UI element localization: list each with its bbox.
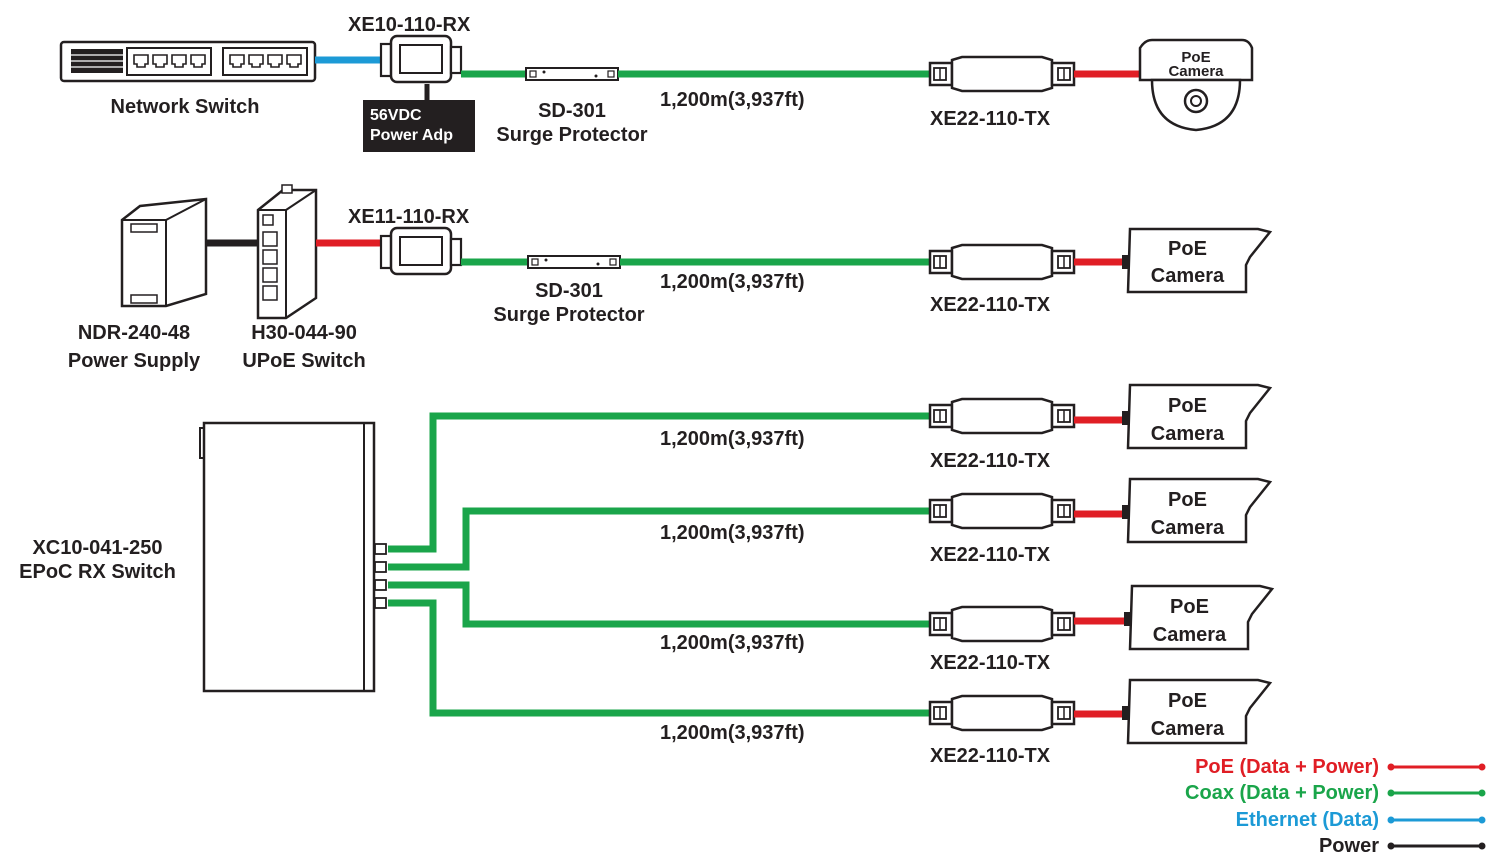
row3-tx-device-1 (928, 397, 1076, 435)
legend-power-label: Power (1318, 835, 1379, 857)
row1-dome-camera (1138, 38, 1254, 132)
row2-surge-line2: Surge Protector (493, 304, 645, 326)
row3-tx-device-3 (928, 605, 1076, 643)
row3-camera-3-line1: PoE (1170, 596, 1209, 618)
row2-psu-line2: Power Supply (67, 350, 201, 372)
row1-surge-line2: Surge Protector (496, 124, 648, 146)
row3-tx-label-1: XE22-110-TX (930, 450, 1051, 472)
row1-tx-device (928, 55, 1076, 93)
row3-tx-label-2: XE22-110-TX (930, 544, 1051, 566)
row3-camera-1-line2: Camera (1150, 423, 1225, 445)
row1-rx-device (379, 34, 463, 84)
row1-power-adapter: 56VDC Power Adp (363, 100, 475, 152)
row2-surge-protector (527, 255, 621, 269)
row2-switch-line1: H30-044-90 (251, 322, 357, 344)
row3-camera-2-line1: PoE (1168, 489, 1207, 511)
row3-camera-3-line2: Camera (1152, 624, 1227, 646)
row3-coax-cable-1 (388, 412, 932, 553)
legend-line-ethernet (1387, 816, 1486, 824)
row2-power-supply (120, 197, 208, 308)
row3-camera-4-line2: Camera (1150, 718, 1225, 740)
row1-rx-label: XE10-110-RX (348, 14, 471, 36)
row3-camera-2-line2: Camera (1150, 517, 1225, 539)
row3-camera-1-line1: PoE (1168, 395, 1207, 417)
row2-distance: 1,200m(3,937ft) (660, 271, 805, 293)
row3-distance-1: 1,200m(3,937ft) (660, 428, 805, 450)
legend-line-poe (1387, 763, 1486, 771)
row1-surge-line1: SD-301 (538, 100, 606, 122)
row3-tx-device-2 (928, 492, 1076, 530)
row1-switch-label: Network Switch (110, 96, 260, 118)
row2-psu-line1: NDR-240-48 (77, 322, 191, 344)
row3-coax-cable-3 (388, 581, 932, 628)
row3-camera-4-line1: PoE (1168, 690, 1207, 712)
row3-coax-cable-4 (388, 599, 932, 717)
row1-adapter-line1: 56VDC (370, 107, 422, 124)
row2-rx-label: XE11-110-RX (348, 206, 470, 228)
row3-tx-label-4: XE22-110-TX (930, 745, 1051, 767)
legend-line-coax (1387, 789, 1486, 797)
row2-camera-line2: Camera (1150, 265, 1225, 287)
row2-switch-line2: UPoE Switch (242, 350, 366, 372)
row1-camera-text-svg: PoE Camera (1168, 49, 1224, 80)
row1-camera-line1: PoE (1181, 49, 1210, 66)
row3-switch-line2: EPoC RX Switch (19, 561, 176, 583)
row1-distance: 1,200m(3,937ft) (660, 89, 805, 111)
legend-poe-label: PoE (Data + Power) (1195, 756, 1379, 778)
row3-distance-4: 1,200m(3,937ft) (660, 722, 805, 744)
row2-tx-label: XE22-110-TX (930, 294, 1051, 316)
row2-upoe-switch (256, 184, 318, 320)
row1-tx-label: XE22-110-TX (930, 108, 1051, 130)
row3-coax-cable-2 (388, 507, 932, 571)
row2-camera-line1: PoE (1168, 238, 1207, 260)
row3-switch-line1: XC10-041-250 (32, 537, 163, 559)
row3-epoc-switch (199, 421, 387, 693)
row2-surge-line1: SD-301 (535, 280, 603, 302)
row3-tx-device-4 (928, 694, 1076, 732)
row1-network-switch (59, 40, 317, 83)
row1-surge-protector (525, 67, 619, 81)
row1-camera-line2: Camera (1168, 63, 1224, 80)
row1-adapter-line2: Power Adp (370, 127, 453, 144)
legend-line-power (1387, 842, 1486, 850)
row3-tx-label-3: XE22-110-TX (930, 652, 1051, 674)
row2-tx-device (928, 243, 1076, 281)
legend-ethernet-label: Ethernet (Data) (1235, 809, 1379, 831)
legend-coax-label: Coax (Data + Power) (1185, 782, 1379, 804)
row2-rx-device (379, 226, 463, 276)
row3-distance-2: 1,200m(3,937ft) (660, 522, 805, 544)
row3-distance-3: 1,200m(3,937ft) (660, 632, 805, 654)
